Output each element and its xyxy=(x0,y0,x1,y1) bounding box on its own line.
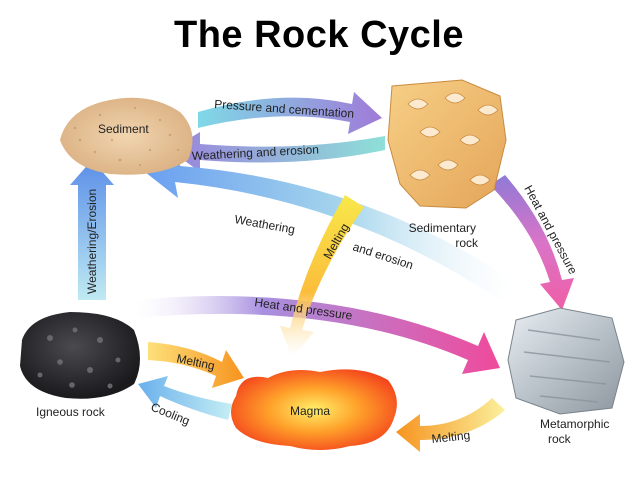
page-title: The Rock Cycle xyxy=(174,14,464,56)
arrow-melting-left xyxy=(148,342,244,388)
metamorphic-rock-label-line2: rock xyxy=(548,432,572,446)
arrow-melting-bottom xyxy=(396,398,505,452)
sedimentary-rock-illustration xyxy=(387,79,507,209)
igneous-rock-illustration xyxy=(20,312,140,399)
metamorphic-rock-illustration xyxy=(507,307,625,415)
metamorphic-rock-label-line1: Metamorphic xyxy=(540,417,609,431)
melting-left-label: Melting xyxy=(175,351,216,373)
arrow-heat-pressure-right xyxy=(490,175,574,310)
arrow-pressure-cementation xyxy=(198,92,382,134)
magma-label: Magma xyxy=(290,404,330,418)
arrow-cooling xyxy=(138,376,232,420)
magma-illustration xyxy=(231,369,397,450)
arrow-weathering-erosion-left xyxy=(70,160,114,300)
arrow-melting-center xyxy=(280,195,364,358)
arrow-weathering-erosion-top xyxy=(170,132,385,172)
weathering-label: Weathering xyxy=(233,212,296,236)
arrow-weathering-erosion-long xyxy=(145,150,512,300)
igneous-rock-label: Igneous rock xyxy=(36,405,106,419)
arrow-heat-pressure-middle xyxy=(135,296,500,374)
sediment-illustration xyxy=(60,97,193,175)
sedimentary-rock-label-line2: rock xyxy=(455,236,479,250)
melting-bottom-label: Melting xyxy=(431,428,471,446)
weathering-erosion-left-label: Weathering/Erosion xyxy=(85,189,99,294)
sedimentary-rock-label-line1: Sedimentary xyxy=(409,221,476,235)
sediment-label: Sediment xyxy=(98,122,149,136)
weathering-erosion-top-label: Weathering and erosion xyxy=(191,142,319,163)
